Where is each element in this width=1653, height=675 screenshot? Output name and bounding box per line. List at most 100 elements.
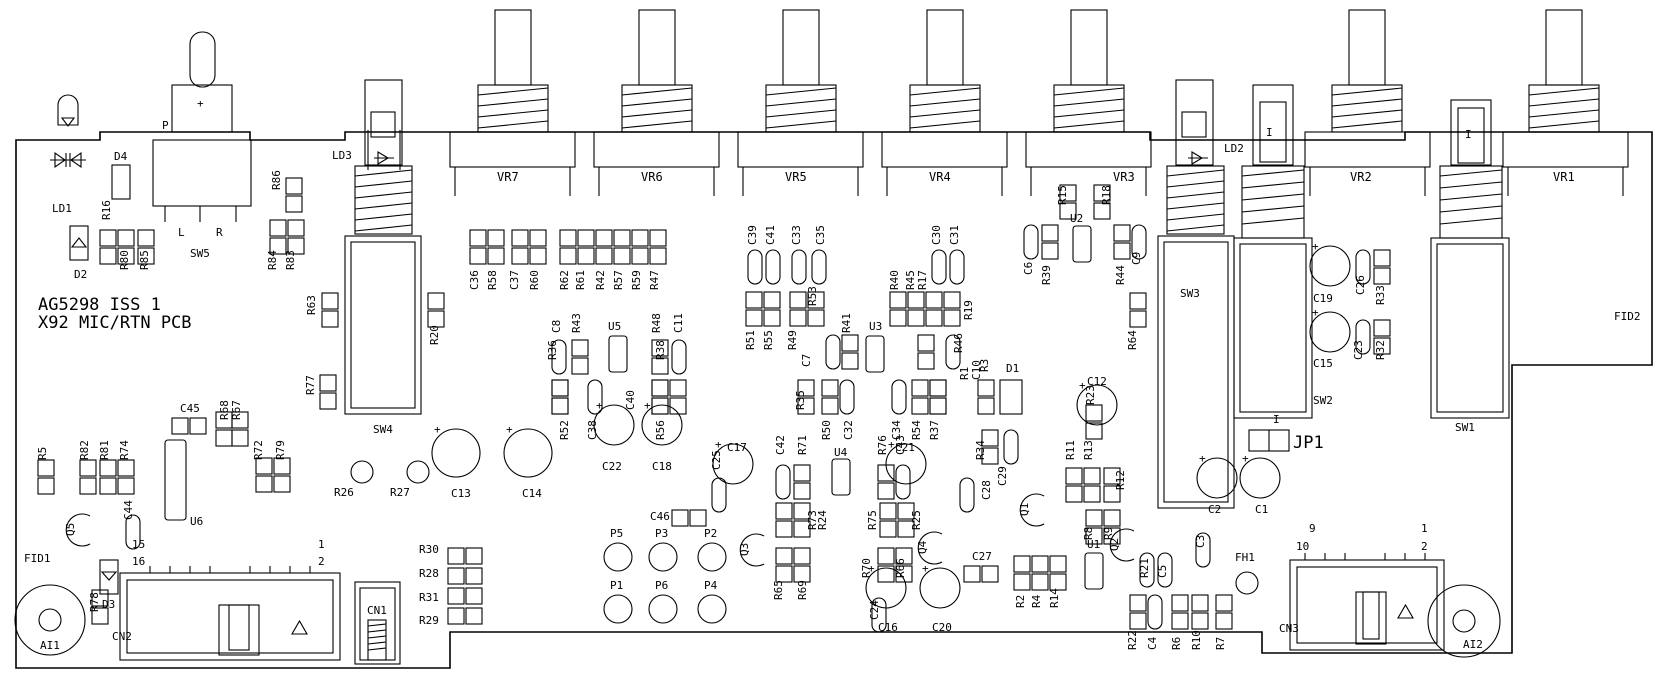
component-r21: R21 <box>1138 552 1155 588</box>
component-label: C30 <box>930 225 943 245</box>
svg-text:VR6: VR6 <box>641 170 663 184</box>
test-point-label: P3 <box>655 527 668 540</box>
test-point-r26: R26 <box>334 460 374 499</box>
component-c27: C27 <box>963 550 999 583</box>
capacitor-label: C20 <box>932 621 952 634</box>
component-label: R1 <box>958 367 971 380</box>
switch-sw4: SW4 <box>344 79 422 436</box>
component-label: R23 <box>1084 385 1097 405</box>
capacitor-polarity-mark: + <box>1199 452 1206 465</box>
electrolytic-capacitors: +C13+C14+C22+C18+C17+C21+C16+C20+C12+C2+… <box>431 240 1351 634</box>
component-label: R3 <box>978 359 991 372</box>
test-point-label: P5 <box>610 527 623 540</box>
component-r82: R82 <box>78 440 97 495</box>
component-label: C4 <box>1146 636 1159 650</box>
component-r56: R56 <box>651 379 669 440</box>
svg-text:CN2: CN2 <box>112 630 132 643</box>
component-r35: R35 <box>794 379 815 415</box>
component-label: R62 <box>558 270 571 290</box>
component-r45: R45 <box>904 270 925 327</box>
component-r31: R31 <box>419 587 483 605</box>
board-title-line1: AG5298 ISS 1 <box>38 295 161 315</box>
ic-u1: U1 <box>1084 538 1104 590</box>
svg-text:15: 15 <box>132 538 145 551</box>
transistor-label: Q4 <box>916 540 929 554</box>
capacitor-label: C15 <box>1313 357 1333 370</box>
component-c11: C11 <box>671 313 687 375</box>
component-r69: R69 <box>793 547 811 600</box>
component-c45: C45 <box>171 402 207 435</box>
component-label: C25 <box>710 450 723 470</box>
component-c30: C30 <box>930 225 947 285</box>
component-label: R4 <box>1030 594 1043 608</box>
svg-text:VR1: VR1 <box>1553 170 1575 184</box>
component-c23: C23 <box>1352 319 1371 360</box>
component-c42: C42 <box>774 435 791 500</box>
component-r53: R53 <box>806 286 825 327</box>
svg-text:FH1: FH1 <box>1235 551 1255 564</box>
component-label: R70 <box>860 558 873 578</box>
component-r10: R10 <box>1190 594 1209 650</box>
component-c29: C29 <box>996 429 1019 486</box>
component-label: C28 <box>980 480 993 500</box>
component-r36: R36 <box>546 340 569 415</box>
svg-text:SW1: SW1 <box>1455 421 1475 434</box>
component-label: R59 <box>630 270 643 290</box>
component-label: R32 <box>1374 340 1387 360</box>
capacitor-label: C13 <box>451 487 471 500</box>
component-r77: R77 <box>304 374 337 410</box>
board-title-line2: X92 MIC/RTN PCB <box>38 313 192 333</box>
switch-sw2: I SW2 I <box>1233 84 1333 426</box>
ic-u3: U3 <box>865 320 885 373</box>
component-label: R40 <box>888 270 901 290</box>
component-label: C11 <box>672 313 685 333</box>
svg-text:VR4: VR4 <box>929 170 951 184</box>
component-r38: R38 <box>654 340 687 415</box>
component-c37: C37 <box>508 229 529 290</box>
svg-text:U4: U4 <box>834 446 848 459</box>
component-label: R84 <box>266 250 279 270</box>
test-point-label: R26 <box>334 486 354 499</box>
component-c40: C40 <box>624 379 669 415</box>
component-label: C23 <box>1352 340 1365 360</box>
component-r54: R54 <box>910 379 929 440</box>
component-r71: R71 <box>793 435 811 500</box>
transistor-label: Q5 <box>64 523 77 536</box>
component-label: R52 <box>558 420 571 440</box>
component-c5: C5 <box>1156 552 1173 588</box>
component-r7: R7 <box>1214 594 1233 650</box>
component-c28: C28 <box>959 477 993 513</box>
component-label: C10 <box>970 360 983 380</box>
component-r70: R70 <box>860 547 895 583</box>
component-label: C7 <box>800 354 813 367</box>
switch-sw1: I SW1 <box>1430 99 1510 434</box>
test-point-label: P1 <box>610 579 623 592</box>
component-label: R5 <box>36 447 49 460</box>
component-label: C8 <box>550 320 563 333</box>
capacitor-polarity-mark: + <box>922 562 929 575</box>
component-c38: C38 <box>586 379 603 440</box>
component-label: R41 <box>840 313 853 333</box>
component-r72: R72 <box>252 440 273 493</box>
fiducial-fid2: FID2 <box>1614 310 1641 323</box>
capacitor-c2: +C2 <box>1196 452 1238 516</box>
ic-u4: U5 <box>608 320 628 373</box>
component-label: R81 <box>98 440 111 460</box>
ic-u5: U4 <box>831 446 851 496</box>
component-label: R9 <box>1102 527 1115 540</box>
component-label: R82 <box>78 440 91 460</box>
component-r40: R40 <box>888 270 907 327</box>
component-r20: R20 <box>427 292 445 345</box>
svg-text:CN1: CN1 <box>367 604 387 617</box>
potentiometer-vr3: VR3 <box>1025 9 1152 196</box>
component-r17: R17 <box>916 270 943 327</box>
capacitor-polarity-mark: + <box>506 423 513 436</box>
component-label: R67 <box>230 400 243 420</box>
component-label: R22 <box>1126 630 1139 650</box>
capacitor-polarity-mark: + <box>1312 240 1319 253</box>
transistor-q1: Q1 <box>1018 493 1045 527</box>
component-r67: R67 <box>230 400 249 447</box>
capacitor-label: C22 <box>602 460 622 473</box>
potentiometer-vr1: VR1 <box>1502 9 1629 196</box>
component-label: R7 <box>1214 637 1227 650</box>
